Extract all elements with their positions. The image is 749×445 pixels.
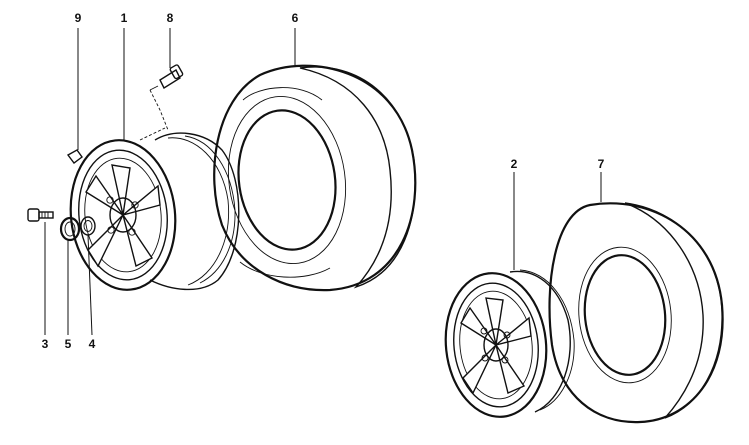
callout-6: 6 <box>292 11 299 25</box>
rim-large-spokes <box>85 164 161 268</box>
rim-spare <box>444 269 575 418</box>
tyre-large-bead-opening <box>237 109 337 251</box>
callout-9: 9 <box>75 11 82 25</box>
callout-4: 4 <box>89 337 96 351</box>
callout-3: 3 <box>42 337 49 351</box>
callout-7: 7 <box>598 157 605 171</box>
rim-spare-spokes <box>460 297 532 395</box>
rim-spare-hub <box>483 328 509 362</box>
tyre-spare <box>548 202 724 424</box>
rim-large <box>69 127 240 291</box>
callout-8: 8 <box>167 11 174 25</box>
centre-cap <box>59 216 81 242</box>
callout-5: 5 <box>65 337 72 351</box>
wheel-bolt <box>27 208 54 222</box>
callout-2: 2 <box>511 157 518 171</box>
balance-weight <box>66 149 83 164</box>
rim-large-hub <box>109 197 137 233</box>
valve-stem <box>149 64 184 131</box>
tyre-large <box>213 64 417 292</box>
callout-1: 1 <box>121 11 128 25</box>
leader-lines <box>44 28 602 336</box>
tyre-spare-bead-opening <box>583 254 667 376</box>
